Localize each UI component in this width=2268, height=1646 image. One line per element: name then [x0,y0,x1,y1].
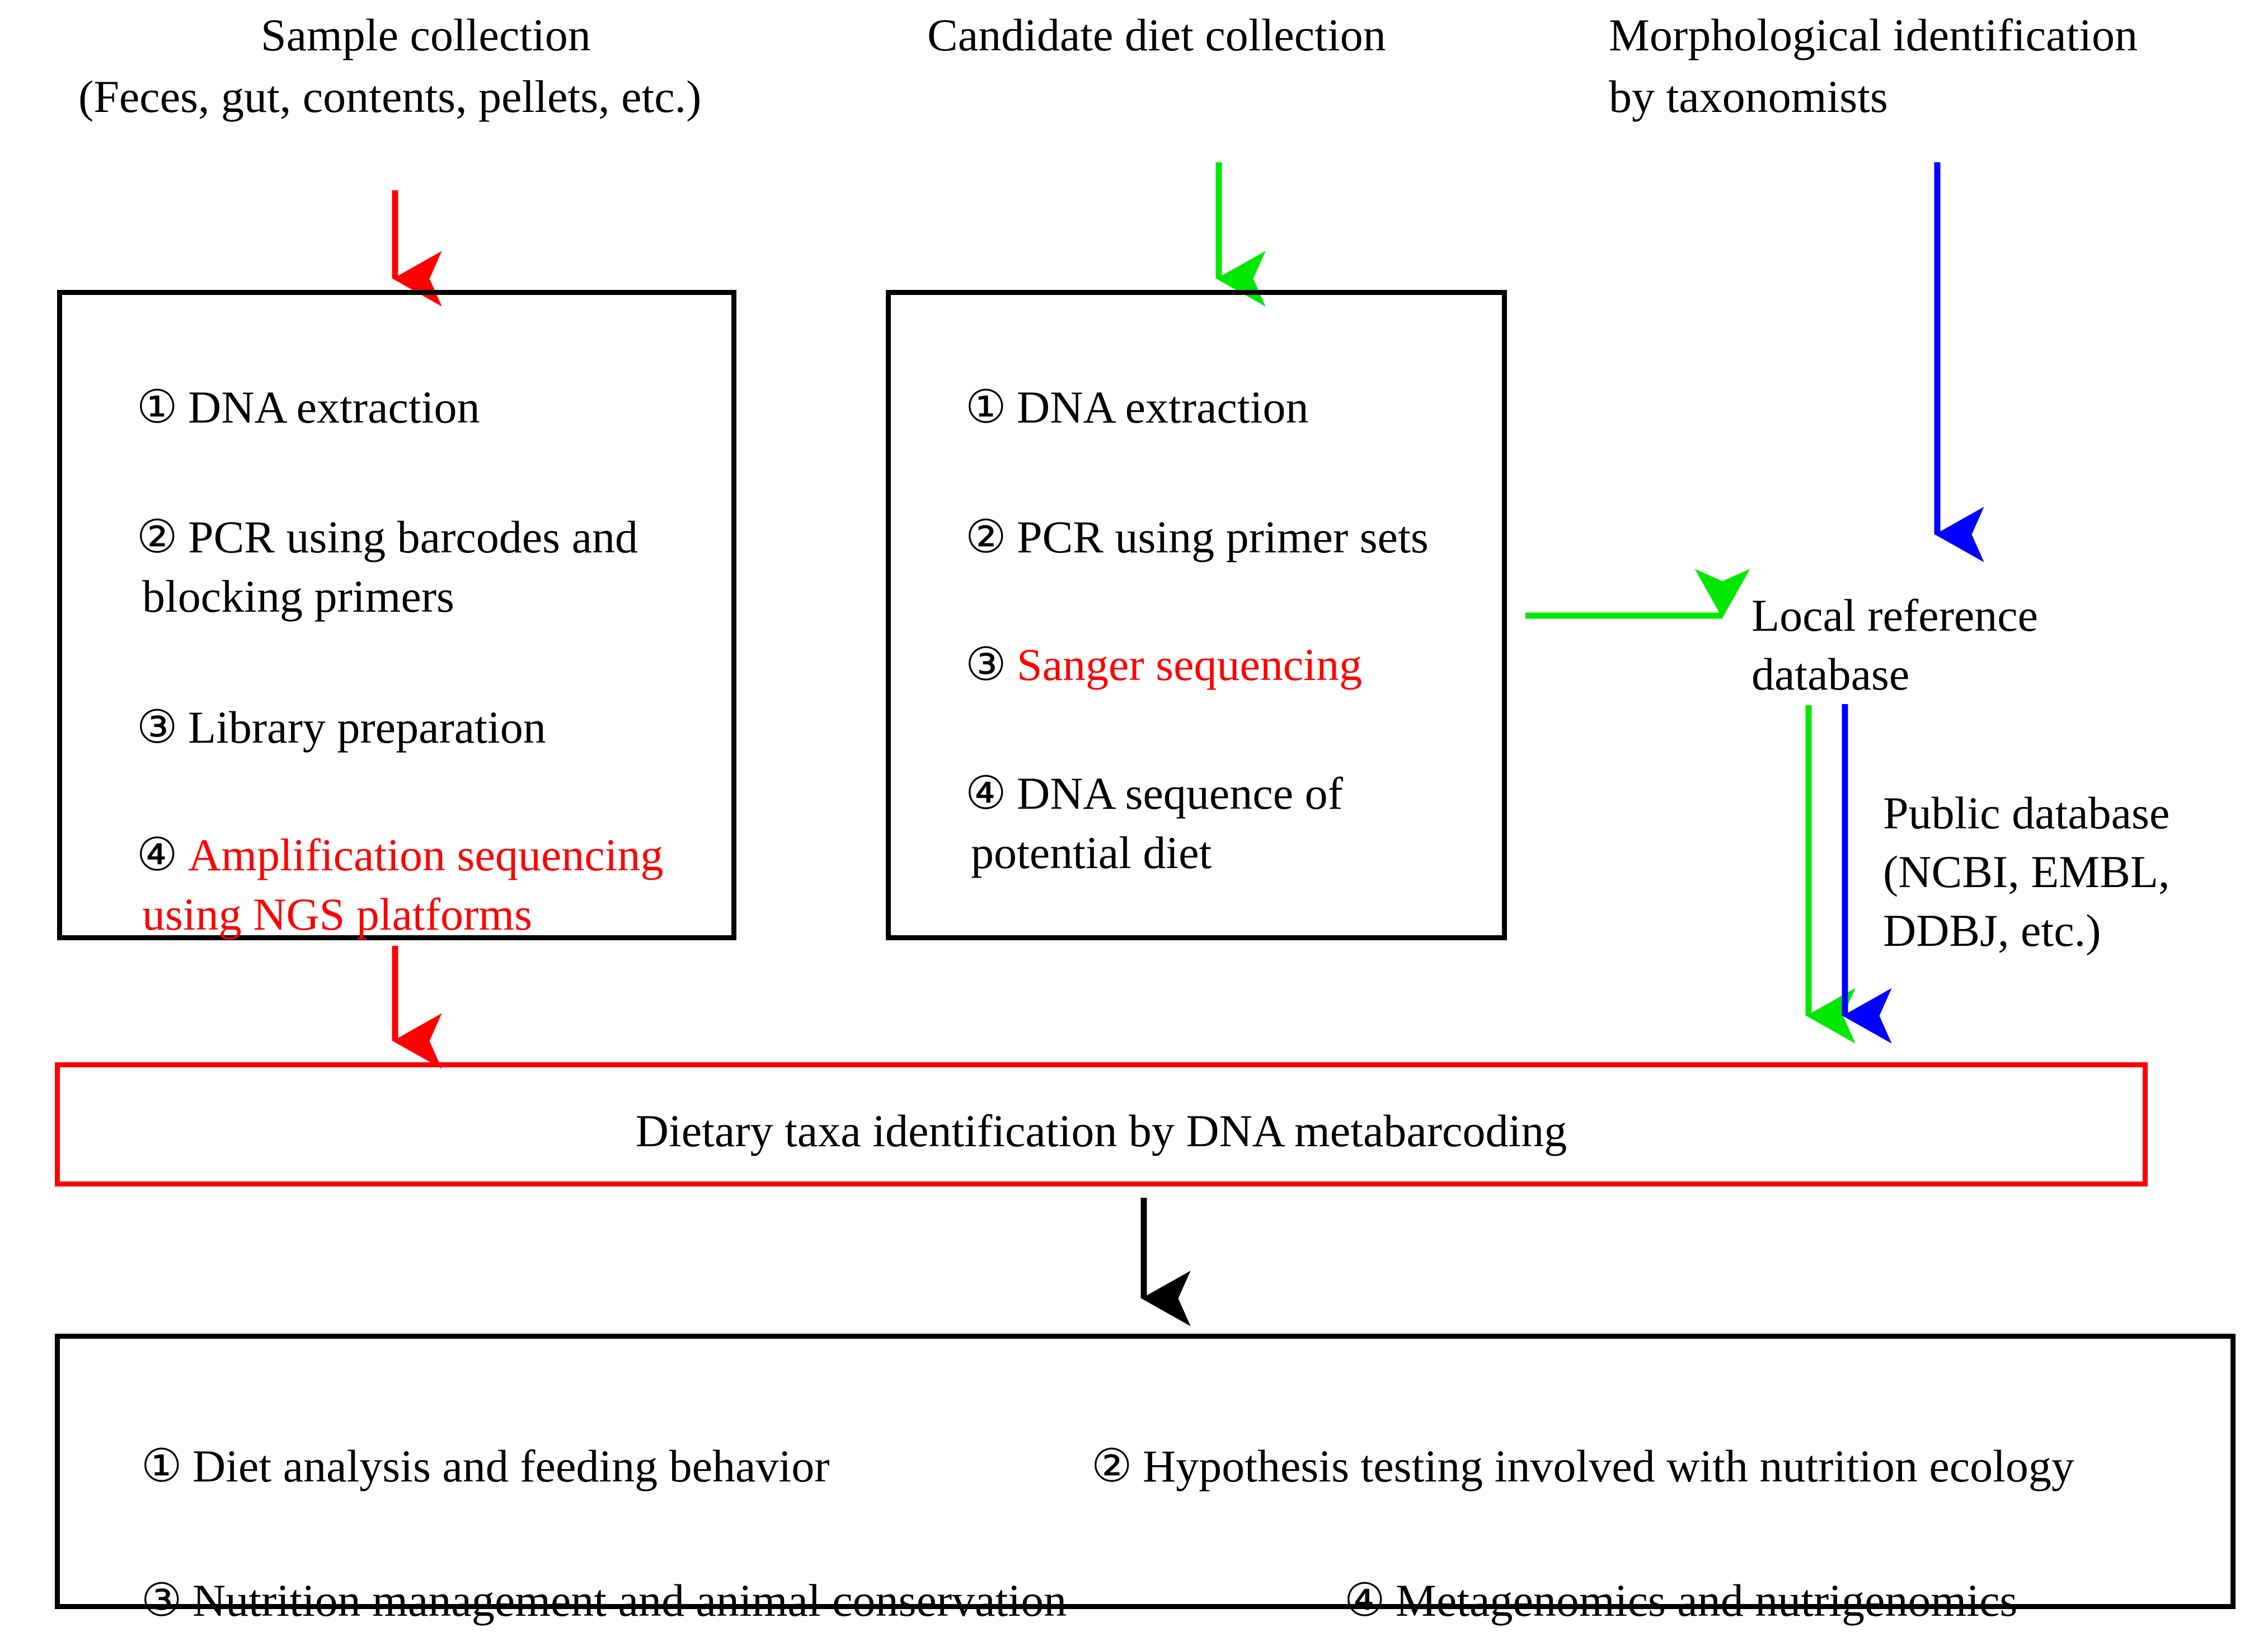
banner-metabarcoding [55,1062,2148,1187]
header-candidate-diet-collection: Candidate diet collection [927,10,1386,60]
step-number: ① [137,381,178,433]
step-number: ④ [965,767,1007,819]
box-diet-processing [886,290,1507,940]
step-number: ① [965,381,1007,433]
step-number: ③ [965,639,1007,690]
label-public-database-line1: Public database [1883,787,2170,838]
header-sample-collection-line1: Sample collection [261,10,591,60]
box-sample-processing [57,290,736,940]
item-number: ② [1091,1440,1133,1492]
label-local-reference-database-line2: database [1752,649,1910,700]
step-text-cont: using NGS platforms [142,889,532,940]
label-public-database-line3: DDBJ, etc.) [1883,905,2101,956]
box-applications [55,1334,2236,1609]
item-number: ④ [1344,1574,1386,1626]
step-text: PCR using primer sets [1017,511,1429,562]
step-text: Amplification sequencing [188,829,664,880]
step-text: DNA sequence of [1017,767,1343,819]
item-label: Hypothesis testing involved with nutriti… [1143,1440,2074,1492]
step-number: ④ [137,829,178,880]
label-local-reference-database-line1: Local reference [1752,590,2039,641]
label-public-database-line2: (NCBI, EMBL, [1883,846,2170,897]
step-number: ② [965,511,1007,562]
step-text: DNA extraction [188,381,480,433]
header-sample-collection-line2: (Feces, gut, contents, pellets, etc.) [78,71,702,122]
step-text: PCR using barcodes and [188,511,638,562]
item-number: ③ [141,1574,182,1626]
item-label: Nutrition management and animal conserva… [192,1574,1067,1626]
step-text-cont: blocking primers [142,571,454,622]
item-label: Metagenomics and nutrigenomics [1396,1574,2018,1626]
header-morphological-identification-line2: by taxonomists [1609,71,1888,122]
step-text: DNA extraction [1017,381,1309,433]
banner-metabarcoding-label: Dietary taxa identification by DNA metab… [635,1105,1567,1156]
step-text: Sanger sequencing [1017,639,1363,690]
step-number: ② [137,511,178,562]
header-morphological-identification-line1: Morphological identification [1609,10,2138,60]
item-label: Diet analysis and feeding behavior [192,1440,830,1492]
step-number: ③ [137,701,178,753]
step-text: Library preparation [188,701,546,753]
step-text-cont: potential diet [971,827,1212,879]
item-number: ① [141,1440,182,1492]
